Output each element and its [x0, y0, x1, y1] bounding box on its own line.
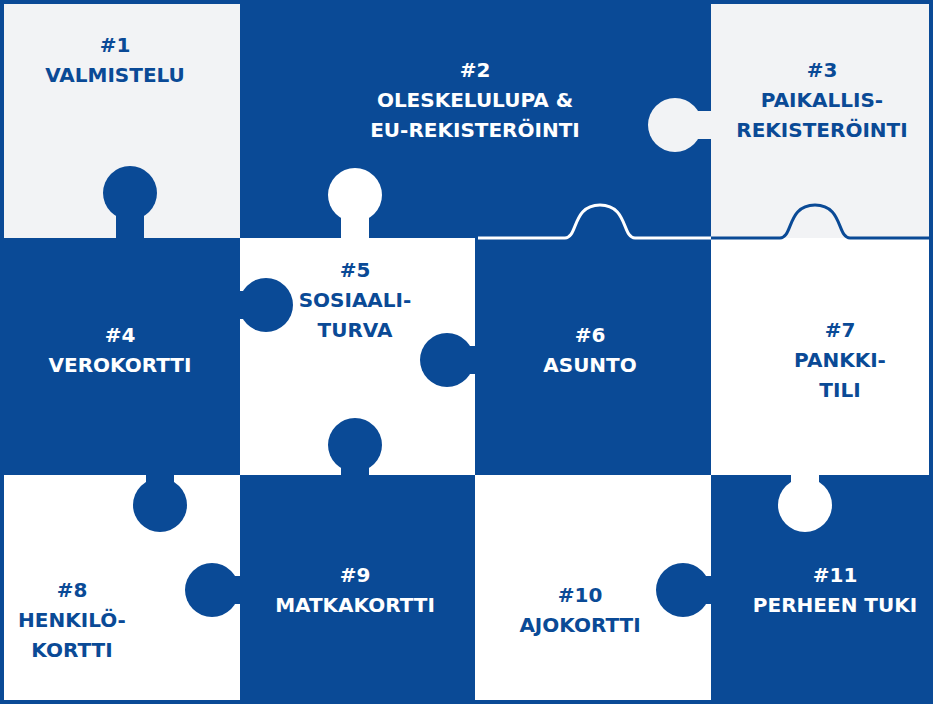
piece-text-stack: #2OLESKELULUPA & EU-REKISTERÖINTI: [369, 55, 581, 145]
piece-text-stack: #3PAIKALLIS- REKISTERÖINTI: [735, 55, 909, 145]
piece-label: PANKKI- TILI: [793, 345, 887, 405]
piece-number: #4: [49, 320, 192, 350]
puzzle-piece: #8HENKILÖ- KORTTI: [0, 475, 240, 704]
piece-label: VEROKORTTI: [49, 350, 192, 380]
piece-number: #9: [275, 560, 435, 590]
piece-label: SOSIAALI- TURVA: [298, 285, 413, 345]
piece-number: #10: [519, 580, 640, 610]
puzzle-piece: #6ASUNTO: [475, 238, 711, 475]
piece-text-stack: #6ASUNTO: [543, 320, 637, 380]
piece-number: #7: [793, 315, 887, 345]
piece-number: #11: [753, 560, 917, 590]
piece-text-stack: #7PANKKI- TILI: [793, 315, 887, 405]
puzzle-piece: #3PAIKALLIS- REKISTERÖINTI: [711, 0, 933, 238]
piece-text-stack: #10AJOKORTTI: [519, 580, 640, 640]
puzzle-piece: #9MATKAKORTTI: [240, 475, 475, 704]
puzzle-piece: #1VALMISTELU: [0, 0, 240, 238]
piece-text-stack: #4VEROKORTTI: [49, 320, 192, 380]
piece-number: #1: [45, 30, 185, 60]
piece-label: AJOKORTTI: [519, 610, 640, 640]
piece-text-stack: #11PERHEEN TUKI: [753, 560, 917, 620]
piece-text-stack: #9MATKAKORTTI: [275, 560, 435, 620]
piece-number: #6: [543, 320, 637, 350]
piece-label: MATKAKORTTI: [275, 590, 435, 620]
piece-number: #8: [17, 575, 127, 605]
piece-label: ASUNTO: [543, 350, 637, 380]
piece-label: PERHEEN TUKI: [753, 590, 917, 620]
piece-number: #3: [735, 55, 909, 85]
piece-number: #5: [298, 255, 413, 285]
puzzle-piece: #11PERHEEN TUKI: [711, 475, 933, 704]
piece-number: #2: [369, 55, 581, 85]
piece-label: HENKILÖ- KORTTI: [17, 605, 127, 665]
piece-text-stack: #1VALMISTELU: [45, 30, 185, 90]
puzzle-piece: #7PANKKI- TILI: [711, 238, 933, 475]
puzzle-piece: #10AJOKORTTI: [475, 475, 711, 704]
piece-label: VALMISTELU: [45, 60, 185, 90]
puzzle-piece: #5SOSIAALI- TURVA: [240, 238, 475, 475]
puzzle-piece: #4VEROKORTTI: [0, 238, 240, 475]
piece-text-stack: #8HENKILÖ- KORTTI: [17, 575, 127, 665]
piece-label: OLESKELULUPA & EU-REKISTERÖINTI: [369, 85, 581, 145]
piece-label: PAIKALLIS- REKISTERÖINTI: [735, 85, 909, 145]
piece-text-stack: #5SOSIAALI- TURVA: [298, 255, 413, 345]
puzzle-piece: #2OLESKELULUPA & EU-REKISTERÖINTI: [240, 0, 711, 238]
